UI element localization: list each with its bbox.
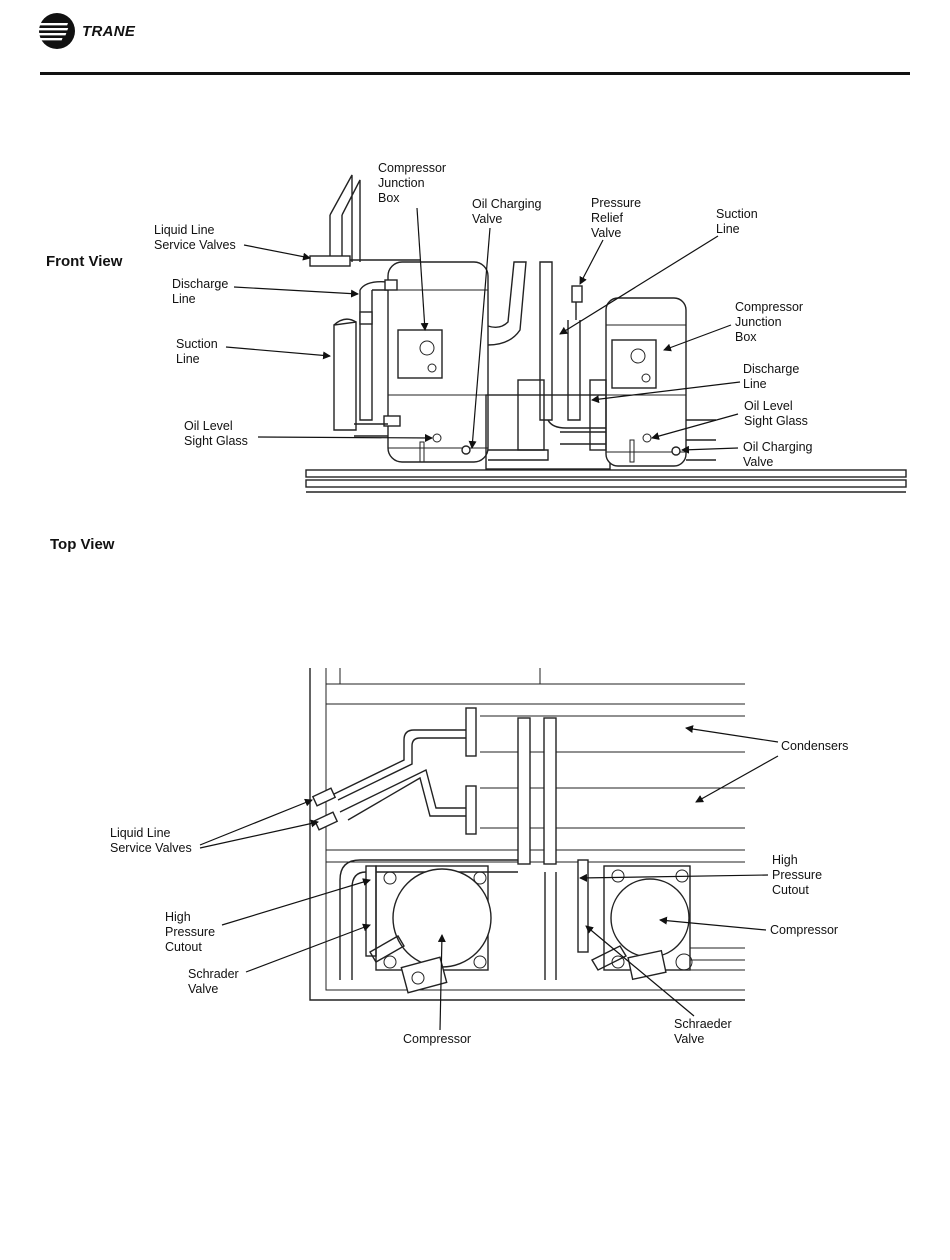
front-leaders	[225, 207, 741, 454]
leader-suction-right	[559, 235, 719, 335]
leader-liquid-valve-1	[199, 798, 313, 846]
leader-compressor-right	[659, 916, 767, 931]
label-compressor-junction-box-left: Compressor Junction Box	[378, 161, 447, 205]
frame-outline	[309, 668, 745, 1001]
leader-compressor-bottom	[437, 934, 446, 1031]
trane-logo-icon	[38, 13, 75, 49]
sight-glass-right	[642, 433, 652, 443]
leader-schraeder-right	[585, 925, 695, 1017]
front-piping-left	[309, 174, 420, 437]
front-view-title: Front View	[46, 253, 123, 270]
leader-sight-glass-left	[257, 433, 433, 442]
oil-valve-right	[671, 446, 681, 456]
leader-discharge-left	[233, 286, 359, 298]
leader-junction-box-left	[416, 207, 429, 331]
leader-junction-box-right	[663, 324, 732, 352]
page-header: TRANE	[0, 0, 950, 80]
header-rule	[40, 72, 910, 75]
hp-cutout-tube-right	[577, 859, 589, 953]
label-discharge-line-left: Discharge Line	[172, 277, 229, 306]
leader-hp-cutout-right	[579, 873, 769, 882]
label-hp-cutout-right: High Pressure Cutout	[772, 853, 823, 897]
hp-cutout-tube-left	[365, 865, 377, 957]
front-compressor-right	[605, 297, 687, 467]
top-compressor-right	[591, 865, 693, 981]
label-compressor-bottom: Compressor	[403, 1032, 472, 1046]
front-compressor-left	[387, 261, 489, 463]
label-oil-level-sight-glass-right: Oil Level Sight Glass	[744, 399, 808, 428]
label-schrader-valve: Schrader Valve	[188, 967, 239, 996]
leader-liquid-line-valves	[243, 244, 311, 261]
label-condensers: Condensers	[781, 739, 849, 753]
top-view-title: Top View	[50, 536, 115, 553]
leader-discharge-right	[591, 381, 741, 404]
label-suction-line-right: Suction Line	[716, 207, 758, 236]
top-leaders	[199, 725, 779, 1031]
label-suction-line-left: Suction Line	[176, 337, 218, 366]
label-oil-charging-valve-bottom: Oil Charging Valve	[743, 440, 813, 469]
label-oil-charging-valve-top: Oil Charging Valve	[472, 197, 542, 226]
leader-liquid-valve-2	[199, 819, 319, 849]
label-compressor-junction-box-right: Compressor Junction Box	[735, 300, 804, 344]
brand-name: TRANE	[82, 22, 136, 40]
leader-oil-charging-top	[468, 227, 491, 449]
label-liquid-line-service-valves-top: Liquid Line Service Valves	[110, 826, 192, 855]
label-hp-cutout-left: High Pressure Cutout	[165, 910, 216, 954]
leader-schrader-left	[245, 923, 371, 973]
label-liquid-line-service-valves-front: Liquid Line Service Valves	[154, 223, 236, 252]
top-view-drawing	[199, 668, 779, 1031]
front-piping-right	[560, 285, 716, 461]
trane-logo: TRANE	[38, 12, 135, 50]
condenser-header-lower	[465, 785, 477, 835]
leader-pressure-relief	[579, 239, 604, 285]
leader-sight-glass-right	[651, 413, 739, 440]
front-view-drawing	[225, 174, 907, 493]
sight-glass-left	[432, 433, 442, 443]
label-discharge-line-right: Discharge Line	[743, 362, 800, 391]
condenser-header-upper	[465, 707, 477, 757]
top-compressor-left	[369, 865, 492, 994]
leader-condenser-1	[685, 725, 779, 743]
label-oil-level-sight-glass-left: Oil Level Sight Glass	[184, 419, 248, 448]
leader-hp-cutout-left	[221, 878, 371, 926]
suction-riser-2	[543, 717, 557, 865]
leader-condenser-2	[695, 755, 779, 803]
base-rail-mid	[305, 479, 907, 488]
leader-suction-left	[225, 346, 331, 360]
label-schraeder-valve: Schraeder Valve	[674, 1017, 732, 1046]
label-compressor-right: Compressor	[770, 923, 839, 937]
oil-valve-left	[461, 445, 471, 455]
base-rail-top	[305, 469, 907, 478]
suction-riser-1	[517, 717, 531, 865]
front-piping-center	[485, 261, 611, 470]
leader-oil-charging-bottom	[681, 445, 739, 454]
condenser-coils	[326, 683, 745, 863]
label-pressure-relief-valve: Pressure Relief Valve	[591, 196, 642, 240]
